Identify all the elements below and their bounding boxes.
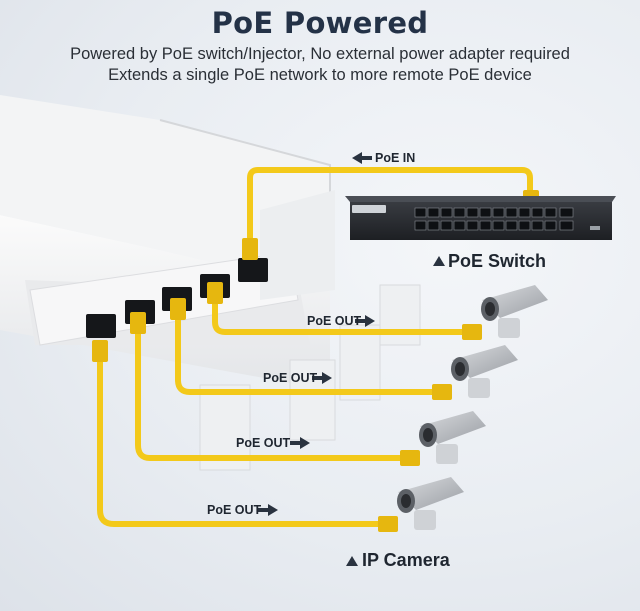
cable-out-4 [97, 347, 388, 527]
switch-badge [352, 205, 386, 213]
arrow-right-icon [258, 504, 278, 516]
ip-camera-3 [419, 411, 486, 464]
page-title: PoE Powered [211, 6, 429, 40]
arrow-right-icon [312, 372, 332, 384]
cable-poe-in [247, 167, 533, 258]
ip-camera-1 [481, 285, 548, 338]
ip-camera-2 [451, 345, 518, 398]
arrow-right-icon [355, 315, 375, 327]
cable-out-1 [212, 287, 473, 335]
triangle-up-icon [433, 256, 445, 266]
triangle-up-icon [346, 556, 358, 566]
label-poe-out-4: PoE OUT [207, 503, 262, 517]
subtitle-line-1: Powered by PoE switch/Injector, No exter… [70, 45, 570, 63]
arrows [258, 152, 445, 566]
label-poe-out-2: PoE OUT [263, 371, 318, 385]
arrow-left-icon [352, 152, 372, 164]
port-in [238, 258, 268, 282]
cable-out-2 [175, 302, 443, 395]
label-poe-in: PoE IN [375, 151, 416, 165]
port-1 [86, 314, 116, 338]
poe-switch-device [345, 196, 616, 240]
label-poe-out-1: PoE OUT [307, 314, 362, 328]
cables [97, 167, 533, 527]
label-poe-switch: PoE Switch [448, 251, 547, 271]
label-ip-camera: IP Camera [362, 550, 450, 570]
arrow-right-icon [290, 437, 310, 449]
ip-camera-4 [397, 477, 464, 530]
subtitle-line-2: Extends a single PoE network to more rem… [108, 66, 532, 84]
label-poe-out-3: PoE OUT [236, 436, 291, 450]
cable-out-3 [135, 317, 411, 461]
